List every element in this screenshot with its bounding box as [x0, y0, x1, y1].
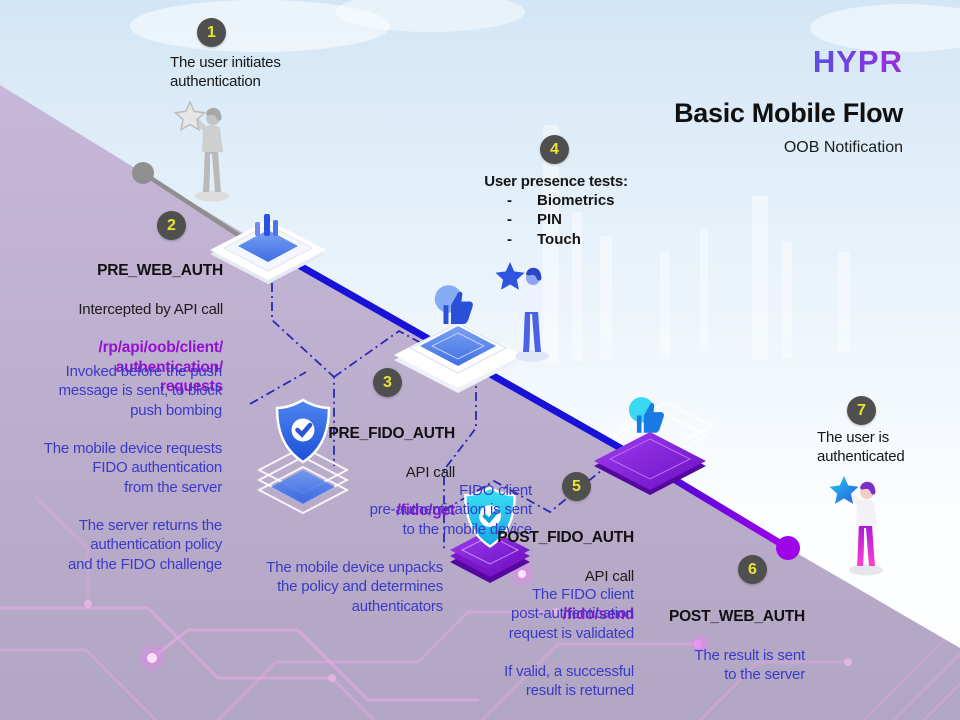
- step-1-caption: The user initiates authentication: [170, 54, 281, 91]
- bullet-dash: -: [507, 230, 512, 248]
- brand-logo: HYPR: [812, 44, 903, 79]
- step-5-note-2: If valid, a successful result is returne…: [504, 663, 634, 700]
- flow-node-end-dot: [776, 536, 800, 560]
- step-6-title: POST_WEB_AUTH: [668, 608, 805, 626]
- user-figure-blue: [495, 262, 549, 362]
- step-2-api-path: /rp/api/oob/client/ authentication/ requ…: [98, 339, 223, 396]
- step-5-header: POST_FIDO_AUTH API call /fido/send: [497, 509, 634, 644]
- step-2-note-3: The server returns the authentication po…: [67, 517, 222, 573]
- step-5-api-path: /fido/send: [562, 606, 634, 624]
- step-7-badge: 7: [847, 396, 876, 425]
- step-3-note-2: The mobile device unpacks the policy and…: [266, 559, 443, 615]
- step-3-desc: API call: [405, 463, 455, 481]
- step-5-badge: 5: [562, 472, 591, 501]
- thumbs-up-device-icon: [394, 285, 522, 393]
- step-5-title: POST_FIDO_AUTH: [497, 529, 634, 547]
- clouds: [130, 0, 960, 52]
- step-2-title: PRE_WEB_AUTH: [97, 262, 223, 280]
- step-2-header: PRE_WEB_AUTH Intercepted by API call /rp…: [78, 242, 223, 416]
- page-title: Basic Mobile Flow: [674, 98, 903, 128]
- step-2-badge: 2: [157, 211, 186, 240]
- shield-check-cyan-icon: [450, 486, 530, 583]
- user-figure-gray: [173, 100, 229, 202]
- shield-check-blue-icon: [256, 398, 350, 515]
- city-skyline: [543, 125, 850, 365]
- step-5-desc: API call: [584, 567, 634, 585]
- step-6-note: The result is sent to the server: [694, 646, 805, 684]
- step-5-note-1: The FIDO client post-authentication requ…: [508, 586, 634, 642]
- step-4-title: User presence tests:: [484, 173, 628, 190]
- user-figure-magenta: [829, 476, 883, 576]
- step-3-api-path: /fido/get: [396, 502, 456, 520]
- step-3-title: PRE_FIDO_AUTH: [328, 425, 455, 443]
- flow-node-start-dot: [132, 162, 154, 184]
- step-2-desc: Intercepted by API call: [78, 300, 223, 318]
- step-2-note-2: The mobile device requests FIDO authenti…: [43, 440, 222, 496]
- thumbs-up-device-purple-icon: [594, 397, 715, 495]
- step-6-badge: 6: [738, 555, 767, 584]
- page-subtitle: OOB Notification: [783, 139, 903, 156]
- bullet-dash: -: [507, 192, 512, 209]
- step-3-badge: 3: [373, 368, 402, 397]
- step-1-badge: 1: [197, 18, 226, 47]
- step-4-badge: 4: [540, 135, 569, 164]
- step-3-header: PRE_FIDO_AUTH API call /fido/get: [328, 405, 455, 540]
- server-platform-icon: [210, 214, 326, 284]
- flow-line-gray: [141, 171, 254, 246]
- bullet-dash: -: [507, 211, 512, 229]
- step-7-caption: The user is authenticated: [817, 429, 905, 466]
- step-6-block: POST_WEB_AUTH The result is sent to the …: [669, 588, 805, 704]
- step-2-note-1: Invoked before the push message is sent,…: [58, 363, 223, 419]
- step-3-note-1: FIDO client pre-authentication is sent t…: [369, 482, 533, 538]
